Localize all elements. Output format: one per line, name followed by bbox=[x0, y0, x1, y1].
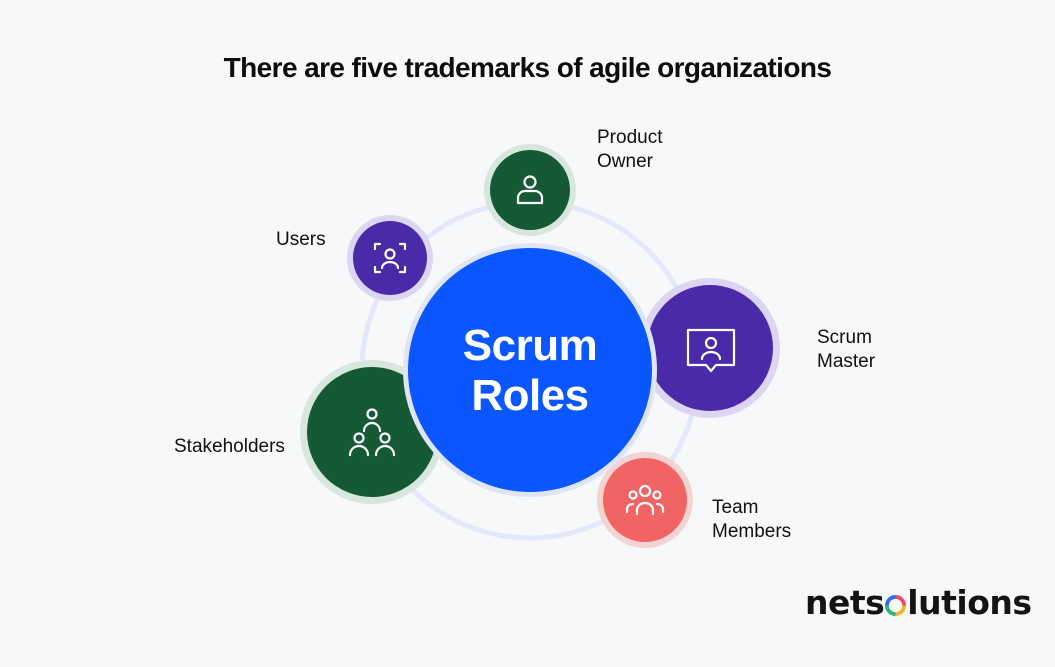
team-icon bbox=[625, 484, 665, 516]
center-label-line1: Scrum bbox=[462, 321, 598, 370]
stakeholders-label: Stakeholders bbox=[174, 436, 285, 457]
presentation-user-icon bbox=[686, 328, 736, 373]
user-focus-icon bbox=[373, 242, 407, 274]
product-owner-label: Product Owner bbox=[597, 127, 663, 172]
brand-text-start: nets bbox=[805, 583, 885, 622]
brand-o-icon bbox=[885, 595, 907, 616]
scrum-roles-center bbox=[403, 243, 657, 497]
brand-text-end: lutions bbox=[907, 583, 1032, 622]
scrum-master-node bbox=[640, 278, 780, 418]
netsolutions-logo: nets lutions bbox=[805, 583, 1032, 622]
scrum-master-label: Scrum Master bbox=[817, 327, 876, 372]
product-owner-node bbox=[484, 144, 576, 236]
user-icon bbox=[516, 175, 544, 205]
diagram-title: There are five trademarks of agile organ… bbox=[223, 52, 832, 83]
team-members-label: Team Members bbox=[712, 497, 792, 542]
hierarchy-people-icon bbox=[348, 408, 396, 457]
users-label: Users bbox=[276, 229, 326, 250]
users-node bbox=[347, 215, 433, 301]
center-label-line2: Roles bbox=[471, 371, 589, 420]
center-label: Scrum Roles bbox=[405, 246, 655, 496]
team-members-node bbox=[597, 452, 693, 548]
